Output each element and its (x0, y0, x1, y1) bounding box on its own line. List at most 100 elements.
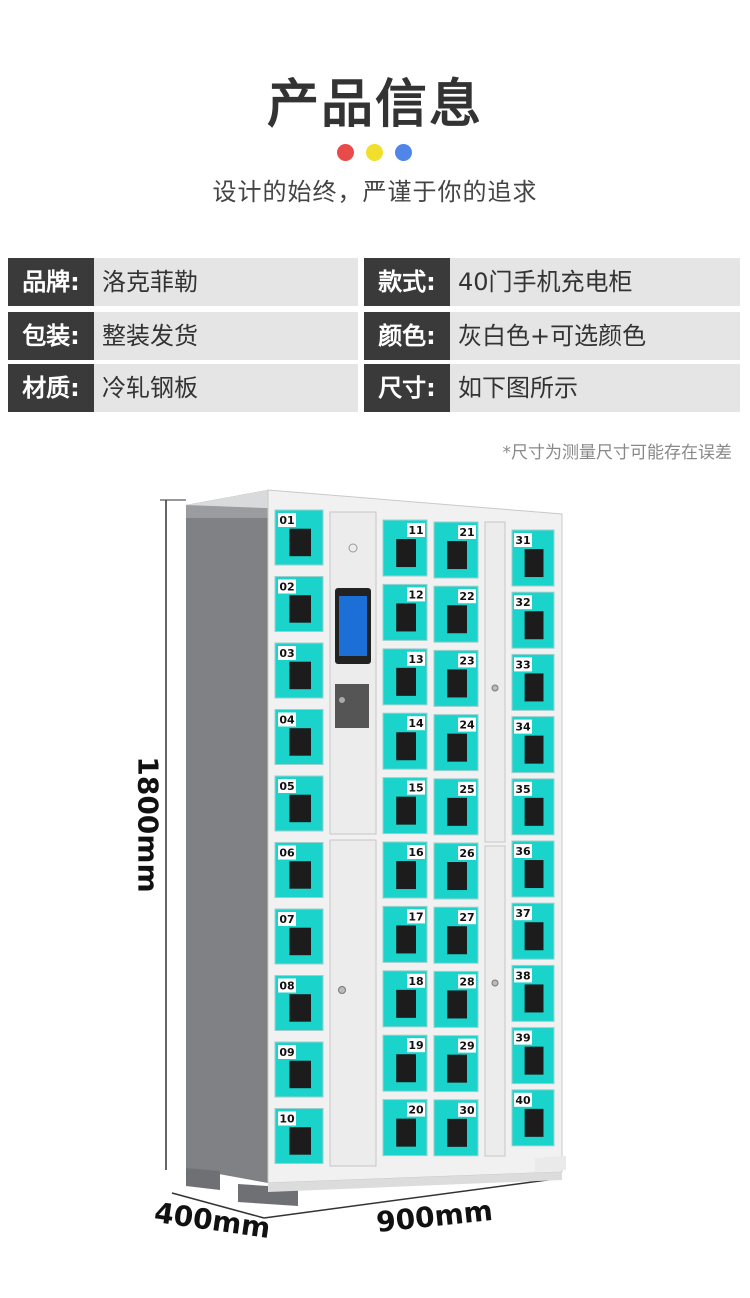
spec-label: 材质: (8, 364, 94, 412)
locker-door: 03 (274, 642, 324, 699)
locker-door: 26 (433, 842, 479, 900)
locker-door: 24 (433, 714, 479, 772)
locker-number: 16 (408, 846, 424, 859)
spec-row: 包装: 整装发货 颜色: 灰白色+可选颜色 (8, 312, 740, 360)
locker-door: 14 (382, 712, 428, 770)
locker-number: 31 (515, 534, 530, 547)
locker-number: 21 (459, 526, 474, 539)
locker-door: 17 (382, 905, 428, 963)
spec-value: 灰白色+可选颜色 (458, 322, 647, 350)
locker-door: 22 (433, 585, 479, 643)
spec-value: 洛克菲勒 (102, 268, 198, 296)
locker-door: 30 (433, 1099, 479, 1157)
locker-door: 08 (274, 975, 324, 1031)
locker-door: 34 (511, 716, 555, 774)
spec-row: 材质: 冷轧钢板 尺寸: 如下图所示 (8, 364, 740, 412)
locker-cabinet-image: 01 02 03 04 05 06 07 08 09 10 11 12 13 14 15 16 17 18 19 20… (160, 489, 566, 1219)
locker-number: 09 (279, 1046, 294, 1059)
locker-number: 06 (279, 847, 295, 860)
locker-number: 14 (408, 717, 424, 730)
red-dot (337, 144, 354, 161)
locker-number: 38 (515, 969, 530, 982)
locker-door: 13 (382, 648, 428, 706)
locker-door: 07 (274, 908, 324, 965)
decorative-dots (337, 144, 412, 161)
spec-label: 包装: (8, 312, 94, 360)
locker-number: 07 (279, 913, 294, 926)
locker-door: 21 (433, 521, 479, 579)
locker-number: 33 (515, 658, 530, 671)
locker-number: 25 (459, 783, 474, 796)
locker-number: 12 (408, 588, 423, 601)
locker-door: 12 (382, 583, 428, 641)
locker-number: 32 (515, 596, 530, 609)
locker-door: 28 (433, 970, 479, 1028)
locker-number: 01 (279, 514, 294, 527)
locker-door: 29 (433, 1035, 479, 1093)
locker-door: 20 (382, 1099, 428, 1157)
locker-number: 28 (459, 975, 474, 988)
locker-door: 25 (433, 778, 479, 836)
height-dimension-label: 1800mm (131, 756, 165, 893)
locker-door: 16 (382, 841, 428, 899)
locker-number: 03 (279, 647, 294, 660)
locker-number: 20 (408, 1104, 424, 1117)
page-subtitle: 设计的始终，严谨于你的追求 (212, 178, 538, 206)
locker-number: 40 (515, 1094, 531, 1107)
locker-door: 15 (382, 777, 428, 835)
locker-number: 13 (408, 653, 423, 666)
spec-label: 款式: (364, 258, 450, 306)
locker-door: 40 (511, 1089, 555, 1147)
spec-value: 冷轧钢板 (102, 374, 198, 402)
locker-number: 26 (459, 847, 475, 860)
locker-door: 37 (511, 902, 555, 960)
locker-number: 30 (459, 1104, 475, 1117)
locker-number: 15 (408, 782, 423, 795)
locker-door: 10 (274, 1108, 324, 1164)
locker-number: 24 (459, 719, 475, 732)
locker-door: 09 (274, 1041, 324, 1098)
spec-row: 品牌: 洛克菲勒 款式: 40门手机充电柜 (8, 258, 740, 306)
locker-door: 32 (511, 591, 555, 649)
yellow-dot (366, 144, 383, 161)
locker-number: 04 (279, 714, 295, 727)
spec-label: 品牌: (8, 258, 94, 306)
locker-number: 36 (515, 845, 531, 858)
blue-dot (395, 144, 412, 161)
locker-number: 34 (515, 721, 531, 734)
locker-number: 27 (459, 911, 474, 924)
locker-number: 02 (279, 581, 294, 594)
locker-illustration: 01 02 03 04 05 06 07 08 09 10 11 12 13 14 15 16 17 18 19 20… (130, 478, 590, 1258)
locker-number: 35 (515, 783, 530, 796)
locker-door: 35 (511, 778, 555, 836)
locker-number: 18 (408, 975, 423, 988)
measurement-note: *尺寸为测量尺寸可能存在误差 (502, 443, 733, 463)
locker-door: 36 (511, 840, 555, 898)
locker-number: 05 (279, 780, 294, 793)
locker-door: 39 (511, 1027, 555, 1085)
locker-door: 01 (274, 509, 324, 566)
locker-door: 02 (274, 576, 324, 632)
locker-door: 11 (382, 519, 428, 577)
locker-door: 27 (433, 906, 479, 964)
locker-number: 29 (459, 1040, 474, 1053)
locker-number: 23 (459, 654, 474, 667)
locker-door: 33 (511, 653, 555, 711)
locker-door: 19 (382, 1034, 428, 1092)
spec-value: 如下图所示 (458, 374, 578, 402)
locker-number: 19 (408, 1039, 423, 1052)
spec-value: 40门手机充电柜 (458, 268, 633, 296)
locker-door: 31 (511, 529, 555, 587)
locker-door: 18 (382, 970, 428, 1028)
page-title: 产品信息 (266, 75, 483, 135)
locker-door: 06 (274, 842, 324, 898)
locker-number: 22 (459, 590, 474, 603)
spec-label: 尺寸: (364, 364, 450, 412)
locker-number: 37 (515, 907, 530, 920)
locker-number: 11 (408, 524, 423, 537)
locker-door: 38 (511, 964, 555, 1022)
locker-door: 05 (274, 775, 324, 832)
locker-number: 08 (279, 980, 294, 993)
locker-number: 17 (408, 910, 423, 923)
spec-label: 颜色: (364, 312, 450, 360)
